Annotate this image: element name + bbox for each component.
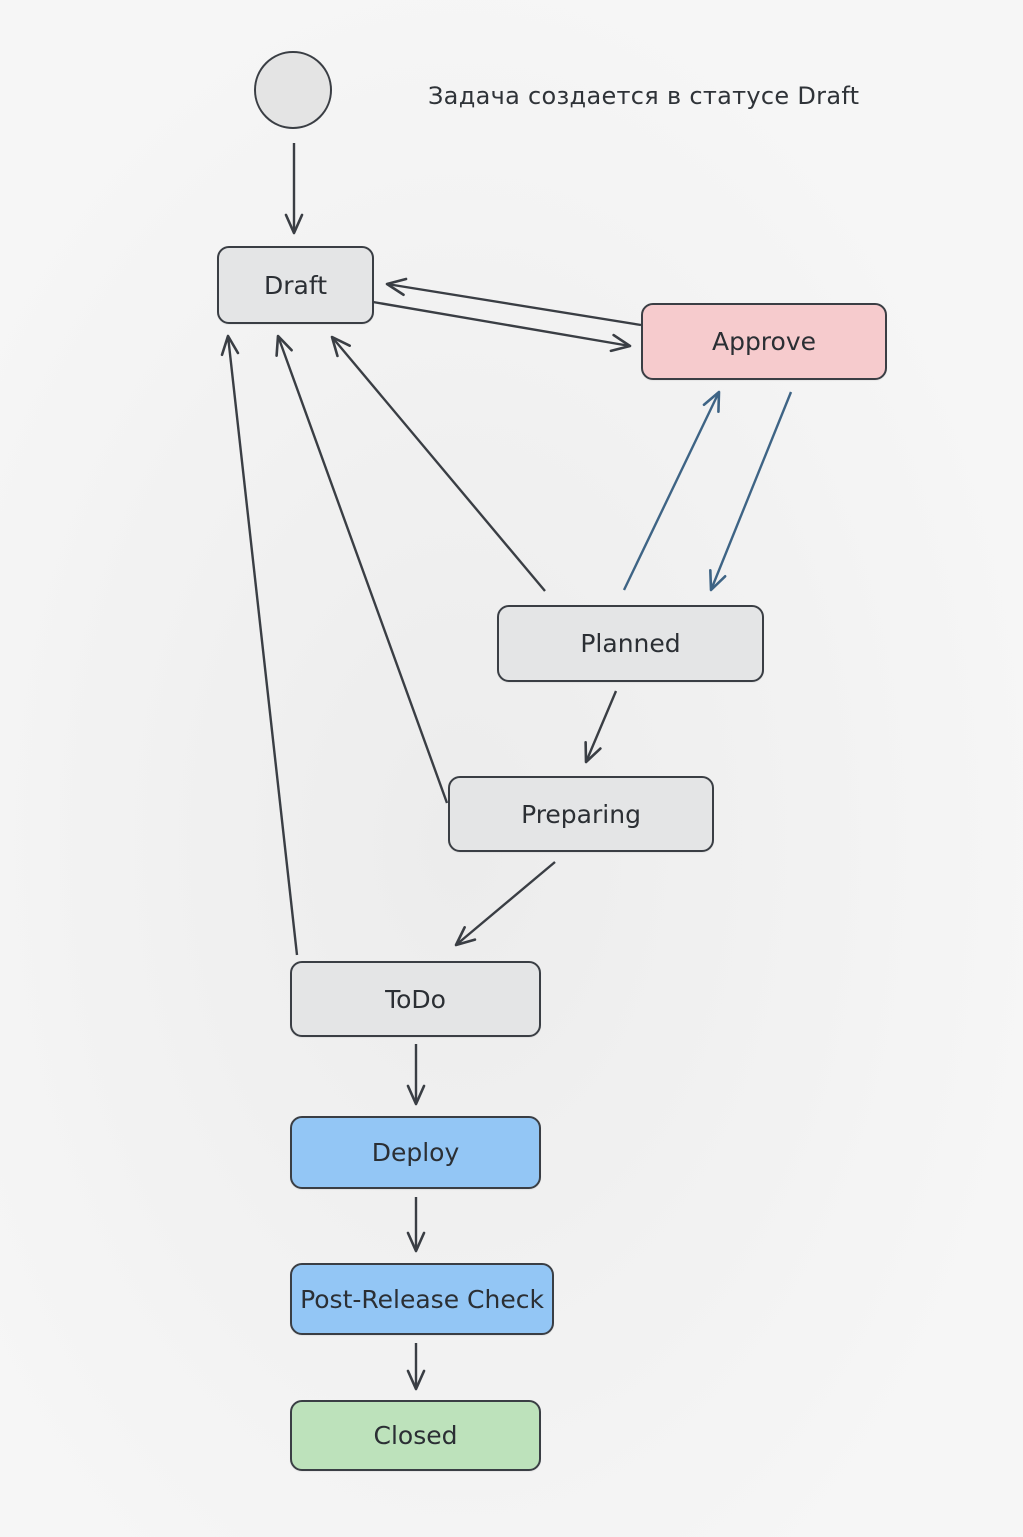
state-todo-label: ToDo [385, 984, 446, 1014]
state-preparing[interactable]: Preparing [448, 776, 714, 852]
state-preparing-label: Preparing [521, 799, 641, 829]
state-planned[interactable]: Planned [497, 605, 764, 682]
state-deploy-label: Deploy [371, 1138, 460, 1167]
state-draft[interactable]: Draft [217, 246, 374, 324]
creation-note: Задача создается в статусе Draft [428, 82, 860, 110]
state-post-release-check[interactable]: Post-Release Check [290, 1263, 554, 1335]
state-todo[interactable]: ToDo [290, 961, 541, 1037]
state-closed[interactable]: Closed [290, 1400, 541, 1471]
state-deploy[interactable]: Deploy [290, 1116, 541, 1189]
state-draft-label: Draft [263, 270, 327, 300]
state-approve[interactable]: Approve [641, 303, 887, 380]
state-approve-label: Approve [711, 327, 817, 356]
state-post-release-check-label: Post-Release Check [300, 1284, 544, 1314]
state-planned-label: Planned [580, 629, 681, 658]
initial-state-node [254, 51, 332, 129]
state-closed-label: Closed [373, 1421, 458, 1450]
